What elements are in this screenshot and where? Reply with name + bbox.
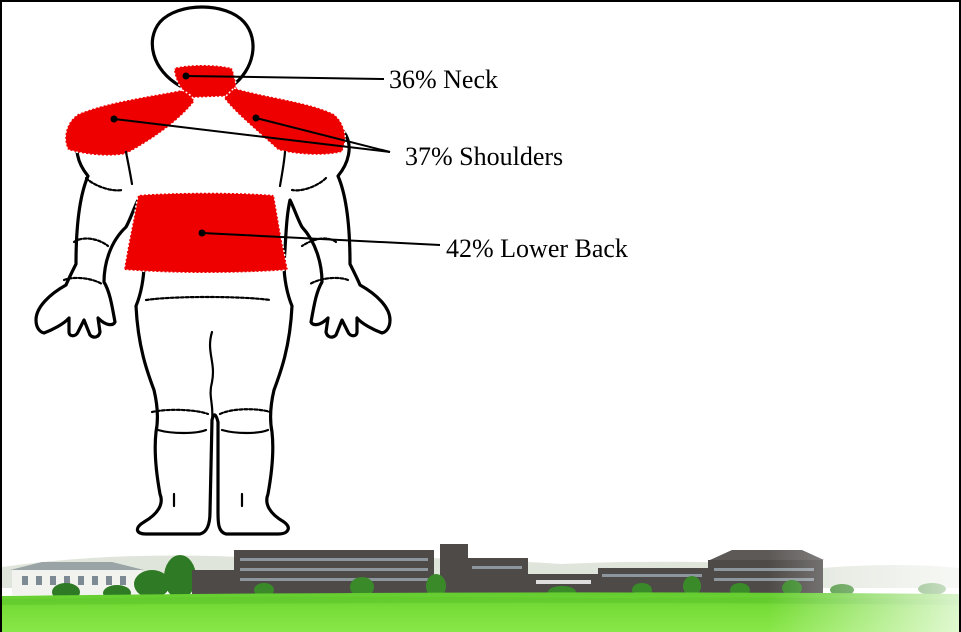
campus-buildings-photo bbox=[2, 542, 959, 632]
neck-callout-label: 36% Neck bbox=[389, 67, 498, 93]
shoulders-callout-label: 37% Shoulders bbox=[405, 144, 563, 170]
lower-back-callout-label: 42% Lower Back bbox=[446, 236, 628, 262]
